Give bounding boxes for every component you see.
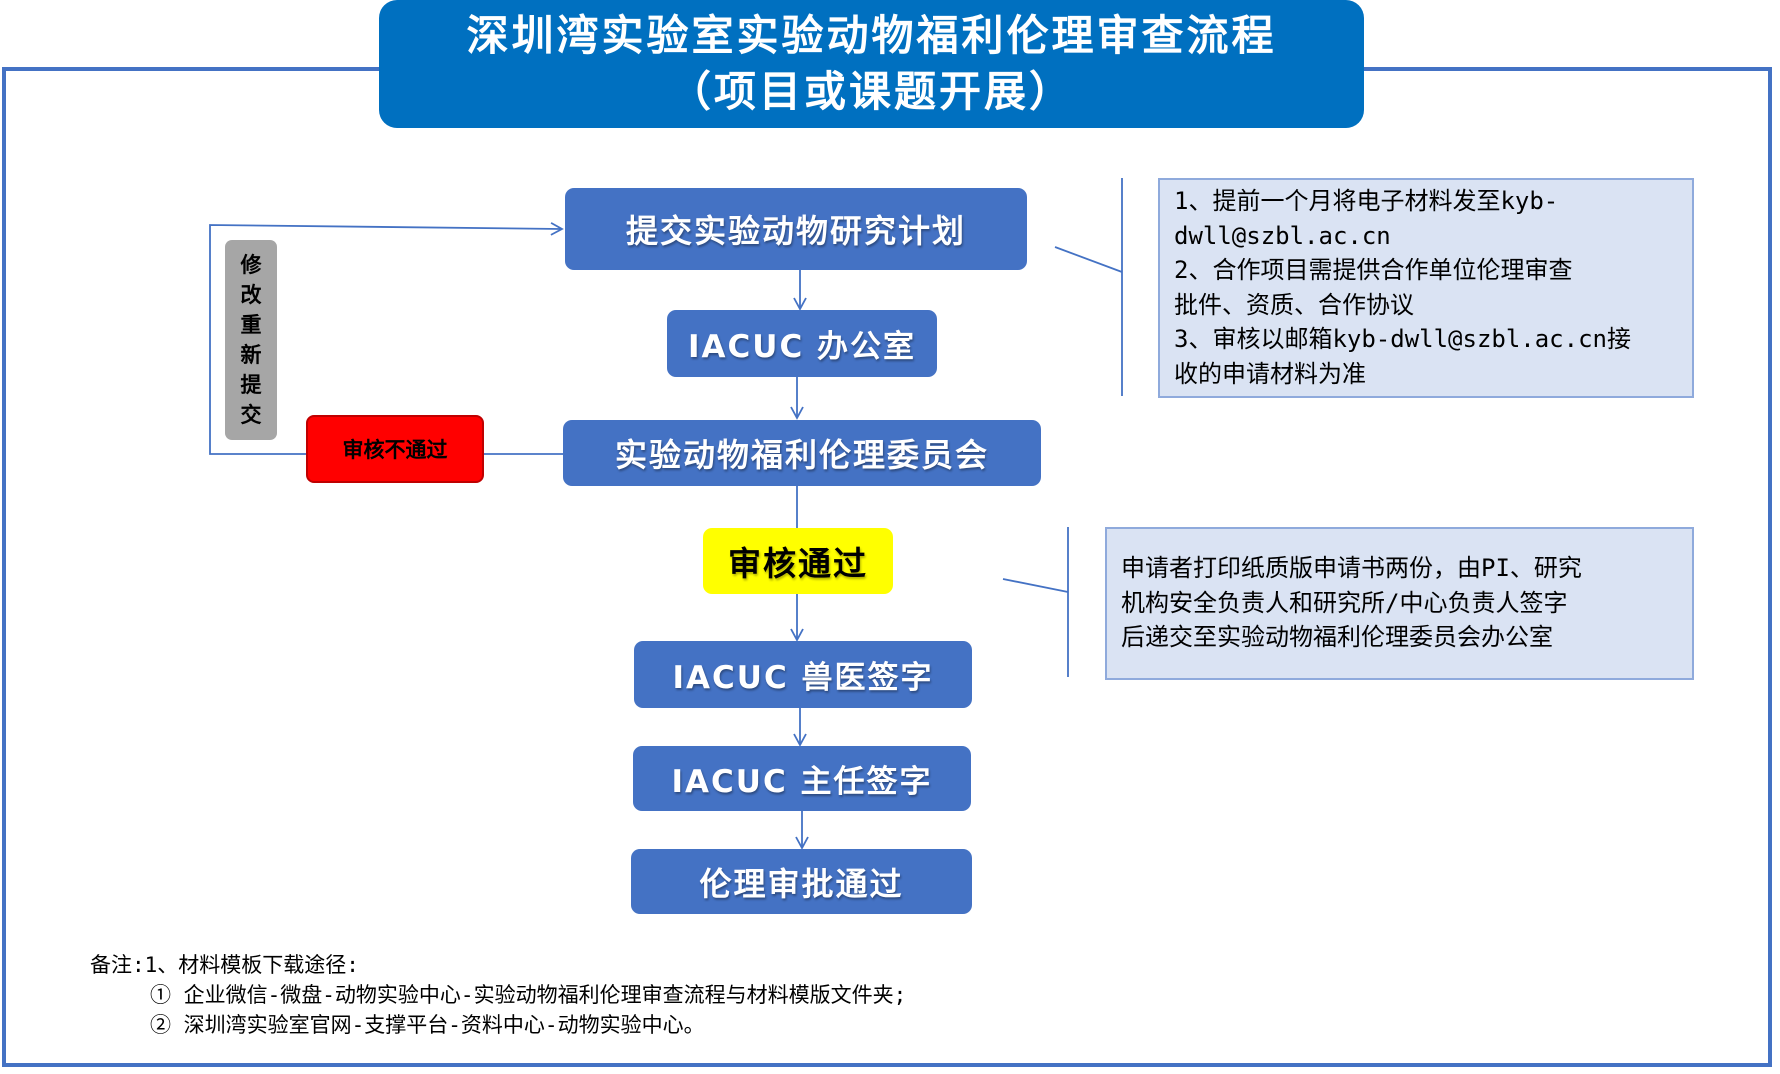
iacuc-director-sign-node: IACUC 主任签字 [633, 746, 971, 811]
footer-line: 备注:1、材料模板下载途径: [90, 953, 359, 977]
ethics-approved-node: 伦理审批通过 [631, 849, 972, 914]
revise-char: 新 [240, 342, 262, 367]
note-line: 机构安全负责人和研究所/中心负责人签字 [1121, 588, 1568, 617]
note-line: 批件、资质、合作协议 [1174, 290, 1414, 319]
revise-char: 修 [240, 252, 262, 277]
footer-line: ② 深圳湾实验室官网-支撑平台-资料中心-动物实验中心。 [150, 1013, 705, 1037]
title-line-1: 深圳湾实验室实验动物福利伦理审查流程 [466, 11, 1277, 60]
note-top-leader [1054, 246, 1123, 273]
iacuc-office-node: IACUC 办公室 [667, 310, 937, 377]
revise-char: 提 [240, 372, 262, 397]
note-line: 收的申请材料为准 [1174, 359, 1366, 388]
revise-char: 重 [240, 312, 262, 337]
ethics-committee-node: 实验动物福利伦理委员会 [563, 420, 1041, 486]
submit-plan-node: 提交实验动物研究计划 [565, 188, 1027, 270]
submission-requirements-note: 1、提前一个月将电子材料发至kyb- dwll@szbl.ac.cn 2、合作项… [1158, 178, 1694, 398]
note-line: 3、审核以邮箱kyb-dwll@szbl.ac.cn接 [1174, 325, 1631, 353]
revise-char: 交 [240, 402, 262, 427]
rejected-node: 审核不通过 [306, 415, 484, 483]
note-line: 1、提前一个月将电子材料发至kyb- [1174, 187, 1559, 215]
footer-line: ① 企业微信-微盘-动物实验中心-实验动物福利伦理审查流程与材料模版文件夹; [150, 983, 907, 1007]
note-mid-leader [1002, 578, 1069, 593]
page-title: 深圳湾实验室实验动物福利伦理审查流程 （项目或课题开展） [379, 0, 1364, 128]
note-line: 2、合作项目需提供合作单位伦理审查 [1174, 256, 1573, 284]
note-line: dwll@szbl.ac.cn [1174, 221, 1391, 250]
signature-instructions-note: 申请者打印纸质版申请书两份，由PI、研究 机构安全负责人和研究所/中心负责人签字… [1105, 527, 1694, 680]
approved-node: 审核通过 [703, 528, 893, 594]
note-line: 申请者打印纸质版申请书两份，由PI、研究 [1121, 554, 1582, 582]
revise-resubmit-label: 修 改 重 新 提 交 [225, 240, 277, 440]
iacuc-vet-sign-node: IACUC 兽医签字 [634, 641, 972, 708]
footer-remarks: 备注:1、材料模板下载途径: ① 企业微信-微盘-动物实验中心-实验动物福利伦理… [90, 950, 906, 1040]
title-line-2: （项目或课题开展） [668, 67, 1074, 116]
arrow-revise-loop [209, 222, 564, 455]
note-line: 后递交至实验动物福利伦理委员会办公室 [1121, 623, 1553, 651]
revise-char: 改 [240, 282, 262, 307]
